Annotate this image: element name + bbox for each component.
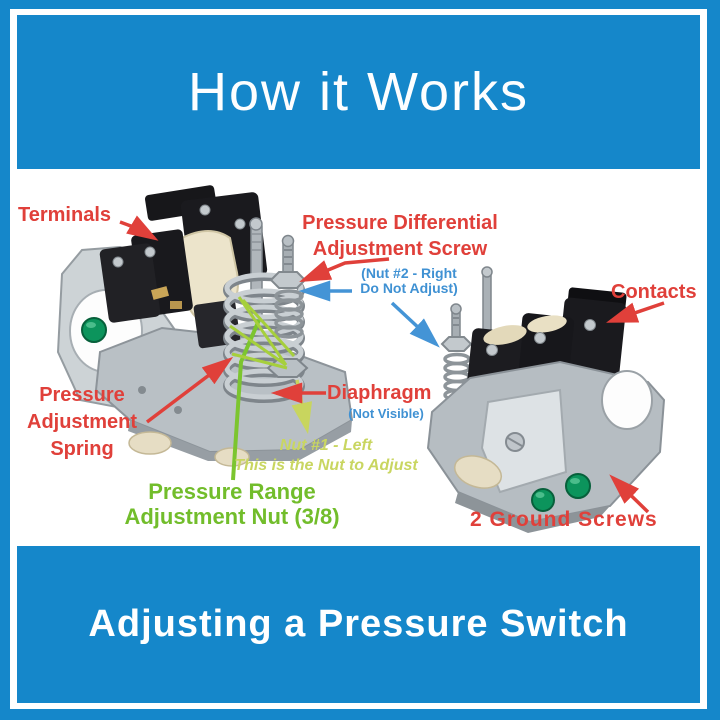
page-title: How it Works [187, 62, 530, 122]
left-switch-terminal-blocks [99, 185, 268, 349]
label-diaphragm-note-text: (Not Visible) [348, 406, 424, 421]
label-pressure-adjustment-spring: Pressure Adjustment Spring [12, 382, 152, 463]
label-ground-screws-text: 2 Ground Screws [470, 508, 658, 531]
label-pressure-differential-line2: Adjustment Screw [312, 238, 488, 260]
ground-screw-icon [565, 473, 591, 499]
annotation-arrows [119, 215, 665, 514]
label-diaphragm: Diaphragm [327, 382, 431, 405]
nut2-arrow-right-switch [390, 301, 440, 348]
label-diaphragm-text: Diaphragm [327, 382, 432, 404]
footer-banner: Adjusting a Pressure Switch [17, 546, 700, 703]
label-spring-line3: Spring [50, 438, 114, 460]
range-nut-leader-line [231, 319, 261, 481]
differential-screw-arrow [299, 257, 390, 283]
label-ground-screws: 2 Ground Screws [470, 508, 658, 532]
nut-fan-line [229, 324, 287, 367]
contacts-arrow [606, 301, 665, 323]
label-terminals: Terminals [18, 204, 111, 227]
right-switch-differential-screw [440, 303, 473, 402]
right-switch-photo [426, 266, 666, 533]
label-diaphragm-note: (Not Visible) [327, 406, 445, 421]
label-terminals-text: Terminals [18, 204, 111, 226]
label-nut1-line2: This is the Nut to Adjust [234, 457, 418, 474]
nut-fan-line [231, 352, 288, 370]
ground-screw-icon [81, 317, 107, 343]
label-pressure-differential-line1: Pressure Differential [302, 212, 498, 234]
label-pressure-range-nut: Pressure Range Adjustment Nut (3/8) [112, 479, 352, 529]
footer-title: Adjusting a Pressure Switch [88, 603, 629, 645]
ground-screws-arrow [609, 474, 650, 514]
label-nut2-line1: (Nut #2 - Right [361, 265, 457, 281]
label-contacts-text: Contacts [611, 281, 697, 303]
label-nut2-note: (Nut #2 - Right Do Not Adjust) [333, 266, 485, 296]
spring-arrow [145, 356, 234, 424]
nut-fan-line [241, 298, 296, 358]
label-spring-line2: Adjustment [27, 411, 137, 433]
label-contacts: Contacts [611, 281, 697, 304]
header-banner: How it Works [17, 15, 700, 169]
label-spring-line1: Pressure [39, 384, 125, 406]
nut-fan-line [237, 296, 288, 366]
terminals-arrow [119, 215, 159, 241]
label-nut1-note: Nut #1 - Left This is the Nut to Adjust [233, 436, 419, 476]
label-range-nut-line2: Adjustment Nut (3/8) [124, 504, 340, 529]
label-nut1-line1: Nut #1 - Left [279, 437, 373, 454]
label-nut2-line2: Do Not Adjust) [360, 280, 458, 296]
right-switch-body [426, 360, 666, 533]
range-adjustment-nut-icon [266, 358, 309, 378]
label-range-nut-line1: Pressure Range [148, 479, 316, 504]
label-pressure-differential: Pressure Differential Adjustment Screw [287, 210, 513, 262]
